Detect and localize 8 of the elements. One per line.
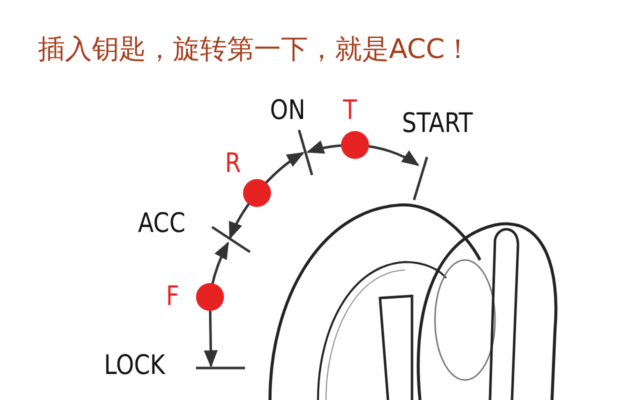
position-letter: T (343, 97, 358, 124)
position-letter: R (225, 150, 241, 177)
switch-position-label: LOCK (104, 352, 166, 379)
switch-position-label: START (402, 110, 473, 137)
position-letter: F (166, 283, 180, 310)
switch-position-label: ACC (138, 210, 186, 237)
title: 插入钥匙，旋转第一下，就是ACC！ (38, 36, 472, 63)
switch-position-label: ON (270, 97, 306, 124)
